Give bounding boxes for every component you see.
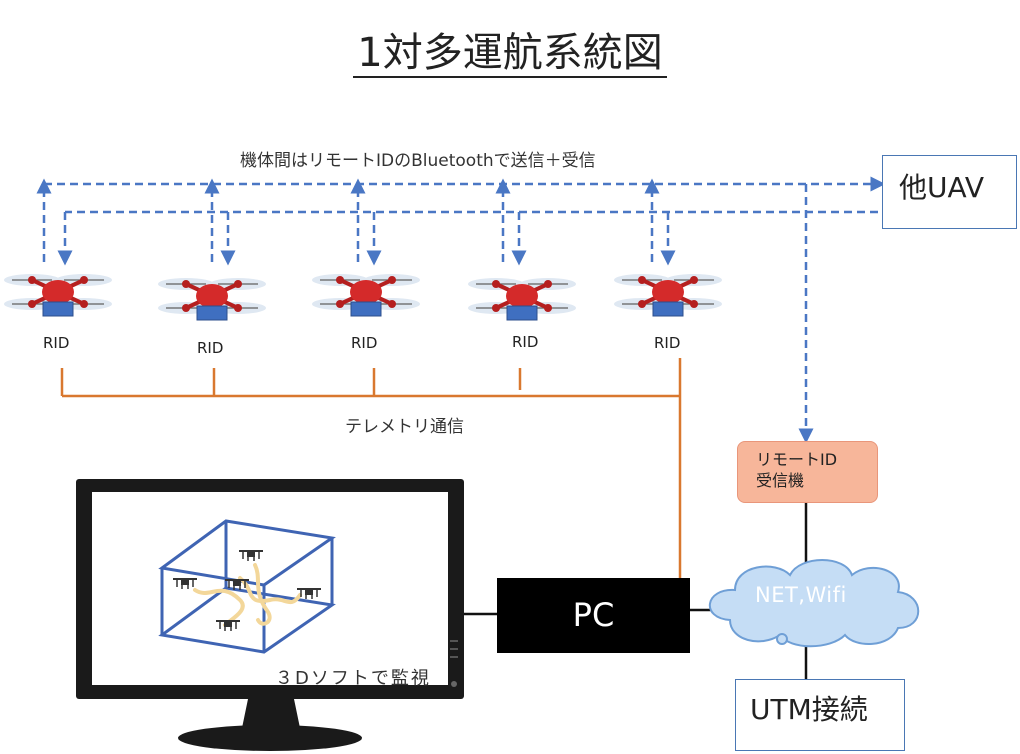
drone-label: RID	[197, 339, 224, 357]
cloud-label: NET,Wifi	[755, 583, 847, 607]
page-title: 1対多運航系統図	[0, 20, 1020, 78]
bluetooth-links	[36, 176, 886, 444]
drone-label: RID	[351, 334, 378, 352]
bluetooth-label: 機体間はリモートIDのBluetoothで送信＋受信	[240, 151, 596, 171]
drone-label: RID	[512, 333, 539, 351]
drone-1	[2, 272, 114, 318]
remote-id-receiver: リモートID 受信機	[737, 441, 878, 503]
telemetry-label: テレメトリ通信	[345, 417, 464, 437]
title-text: 1対多運航系統図	[353, 30, 667, 78]
flight-paths	[193, 563, 302, 627]
pc-box: PC	[497, 578, 690, 653]
drone-2	[156, 276, 268, 322]
drone-3	[310, 272, 422, 318]
receiver-line2: 受信機	[756, 471, 805, 490]
monitor	[76, 479, 464, 751]
monitor-caption: ３Dソフトで監視	[275, 668, 431, 689]
utm-box: UTM接続	[735, 679, 905, 751]
network-links	[464, 503, 808, 679]
drone-5	[612, 272, 724, 318]
other-uav-box: 他UAV	[882, 155, 1017, 229]
drone-label: RID	[43, 334, 70, 352]
cloud	[709, 559, 920, 648]
drone-label: RID	[654, 334, 681, 352]
drone-4	[466, 276, 578, 322]
receiver-line1: リモートID	[756, 450, 838, 469]
telemetry-links	[60, 358, 682, 578]
